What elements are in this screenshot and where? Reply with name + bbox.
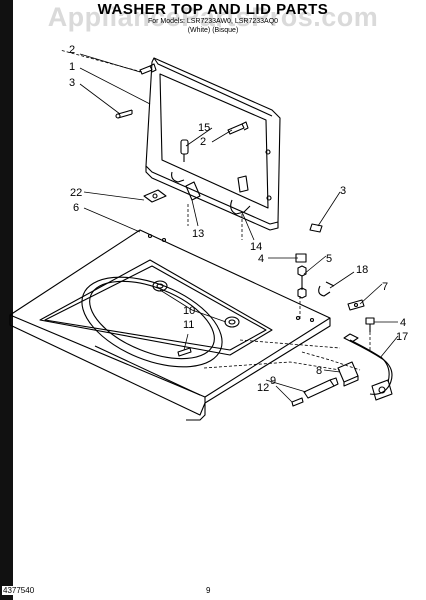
page-number: 9 xyxy=(206,586,211,595)
model-color-line: (White) (Bisque) xyxy=(187,27,239,34)
document-number: 4377540 xyxy=(2,586,36,595)
callout-1: 1 xyxy=(69,61,75,73)
grommet-left xyxy=(152,280,168,292)
callout-8: 8 xyxy=(316,365,322,377)
screw-part-10 xyxy=(291,397,304,407)
screw-top-right xyxy=(227,121,249,135)
pin-left xyxy=(115,109,133,119)
callout-2-right: 2 xyxy=(200,136,206,148)
diagram-title: WASHER TOP AND LID PARTS xyxy=(97,1,329,18)
callout-7: 7 xyxy=(382,281,388,293)
callout-18: 18 xyxy=(356,264,368,276)
screw-part-12 xyxy=(177,347,192,357)
hinge-pin xyxy=(180,139,189,162)
grommet-right xyxy=(224,316,240,328)
callout-4-left: 4 xyxy=(258,253,264,265)
callout-labels: 2 1 3 15 2 3 22 6 13 14 4 5 18 7 10 4 11… xyxy=(69,44,408,394)
clip-part-18 xyxy=(318,281,335,297)
clip-part-7 xyxy=(347,299,365,311)
callout-3-right: 3 xyxy=(340,185,346,197)
hinge-right xyxy=(230,175,251,215)
callout-22: 22 xyxy=(70,187,82,199)
screw-part-4-lower xyxy=(365,317,375,332)
lid-frame xyxy=(145,57,281,231)
callout-5: 5 xyxy=(326,253,332,265)
callout-15: 15 xyxy=(198,122,210,134)
leader-lines xyxy=(79,53,399,403)
models-line: For Models: LSR7233AW0, LSR7233AQ0 xyxy=(147,18,279,25)
callout-2-top: 2 xyxy=(69,44,75,56)
projection-lines xyxy=(59,49,371,371)
nut-part-5 xyxy=(297,265,307,299)
washer-top xyxy=(9,229,331,421)
watermark: AppliancePartsPros.com xyxy=(47,2,379,32)
lid-switch-harness xyxy=(343,333,393,401)
callout-10: 12 xyxy=(257,382,269,394)
callout-11: 10 xyxy=(183,305,195,317)
callout-6: 6 xyxy=(73,202,79,214)
callout-9: 9 xyxy=(270,375,276,387)
screw-part-4-upper xyxy=(295,253,307,263)
callout-4-right: 4 xyxy=(400,317,406,329)
switch-bracket xyxy=(337,361,359,387)
actuator-part-9 xyxy=(303,377,339,399)
screw-top-left xyxy=(139,63,157,75)
pin-right xyxy=(309,223,323,233)
binding-edge xyxy=(0,0,13,600)
callout-3-left: 3 xyxy=(69,77,75,89)
lid-bumper xyxy=(143,189,167,203)
callout-12: 11 xyxy=(183,319,194,331)
hinge-left xyxy=(171,171,201,201)
callout-13: 13 xyxy=(192,228,204,240)
callout-17: 17 xyxy=(396,331,408,343)
callout-14: 14 xyxy=(250,241,262,253)
